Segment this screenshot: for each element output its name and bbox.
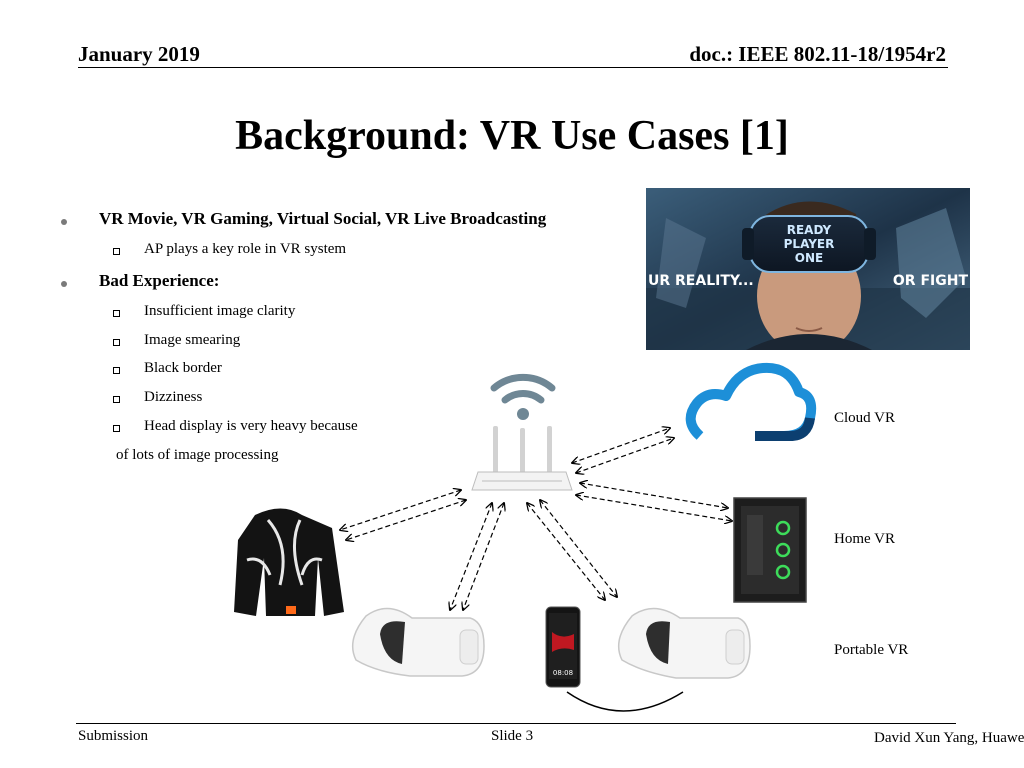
label-portable-vr: Portable VR	[834, 642, 909, 658]
sub-bullet-square	[113, 367, 120, 374]
bullet-dot	[61, 219, 67, 225]
link-phone-1	[527, 503, 605, 600]
wireless-links	[340, 428, 732, 610]
sub-bullet-square	[113, 339, 120, 346]
phone-headset-link	[566, 691, 684, 712]
slide-title: Background: VR Use Cases [1]	[235, 113, 789, 159]
sub-bullet-image-smearing: Image smearing	[144, 332, 241, 348]
poster-logo-line-2: PLAYER	[784, 237, 835, 251]
link-headset-2	[463, 503, 504, 610]
sub-bullet-square	[113, 248, 120, 255]
poster-artwork: READY PLAYER ONE UR REALITY... OR FIGHT	[646, 188, 970, 350]
header-date: January 2019	[78, 42, 200, 66]
sub-bullet-dizziness: Dizziness	[144, 389, 203, 405]
vr-headset-icon	[617, 607, 751, 679]
sub-bullet-ap-role: AP plays a key role in VR system	[144, 241, 347, 257]
sub-bullet-image-clarity: Insufficient image clarity	[144, 303, 296, 319]
link-home-2	[576, 495, 732, 521]
bullet-dot	[61, 281, 67, 287]
pc-tower-icon	[733, 497, 807, 603]
poster-logo-line-1: READY	[787, 223, 832, 237]
poster-right-text: OR FIGHT	[893, 273, 969, 289]
link-suit-2	[346, 500, 466, 540]
link-phone-2	[540, 500, 617, 597]
wifi-icon	[490, 373, 556, 420]
poster-logo-line-3: ONE	[795, 251, 823, 265]
link-headset-1	[450, 503, 492, 610]
footer-author: David Xun Yang, Huawei	[874, 730, 1024, 746]
sub-bullet-black-border: Black border	[144, 360, 222, 376]
footer-submission: Submission	[78, 728, 149, 744]
vr-headset-icon	[351, 607, 485, 677]
bullet-bad-experience: Bad Experience:	[99, 271, 220, 290]
cloud-icon	[685, 362, 817, 441]
smartphone-icon: 08:08	[545, 606, 581, 688]
sub-bullet-square	[113, 425, 120, 432]
sub-bullet-head-display: Head display is very heavy because	[144, 418, 358, 434]
link-suit-1	[340, 490, 461, 530]
phone-clock: 08:08	[553, 669, 573, 677]
footer-rule	[76, 723, 956, 724]
link-cloud-1	[572, 428, 670, 463]
header-rule	[78, 67, 948, 68]
label-cloud-vr: Cloud VR	[834, 410, 895, 426]
poster-left-text: UR REALITY...	[648, 273, 754, 289]
header-doc-id: doc.: IEEE 802.11-18/1954r2	[689, 42, 946, 66]
ready-player-one-poster: READY PLAYER ONE UR REALITY... OR FIGHT	[646, 188, 970, 350]
label-home-vr: Home VR	[834, 531, 895, 547]
link-cloud-2	[576, 438, 674, 473]
bullet-vr-use-cases: VR Movie, VR Gaming, Virtual Social, VR …	[99, 209, 547, 228]
router-icon	[471, 426, 573, 491]
sub-bullet-square	[113, 310, 120, 317]
link-home-1	[580, 483, 728, 508]
footer-slide-number: Slide 3	[491, 728, 534, 744]
continuation-text: of lots of image processing	[116, 447, 279, 463]
haptic-suit-icon	[234, 508, 344, 616]
sub-bullet-square	[113, 396, 120, 403]
